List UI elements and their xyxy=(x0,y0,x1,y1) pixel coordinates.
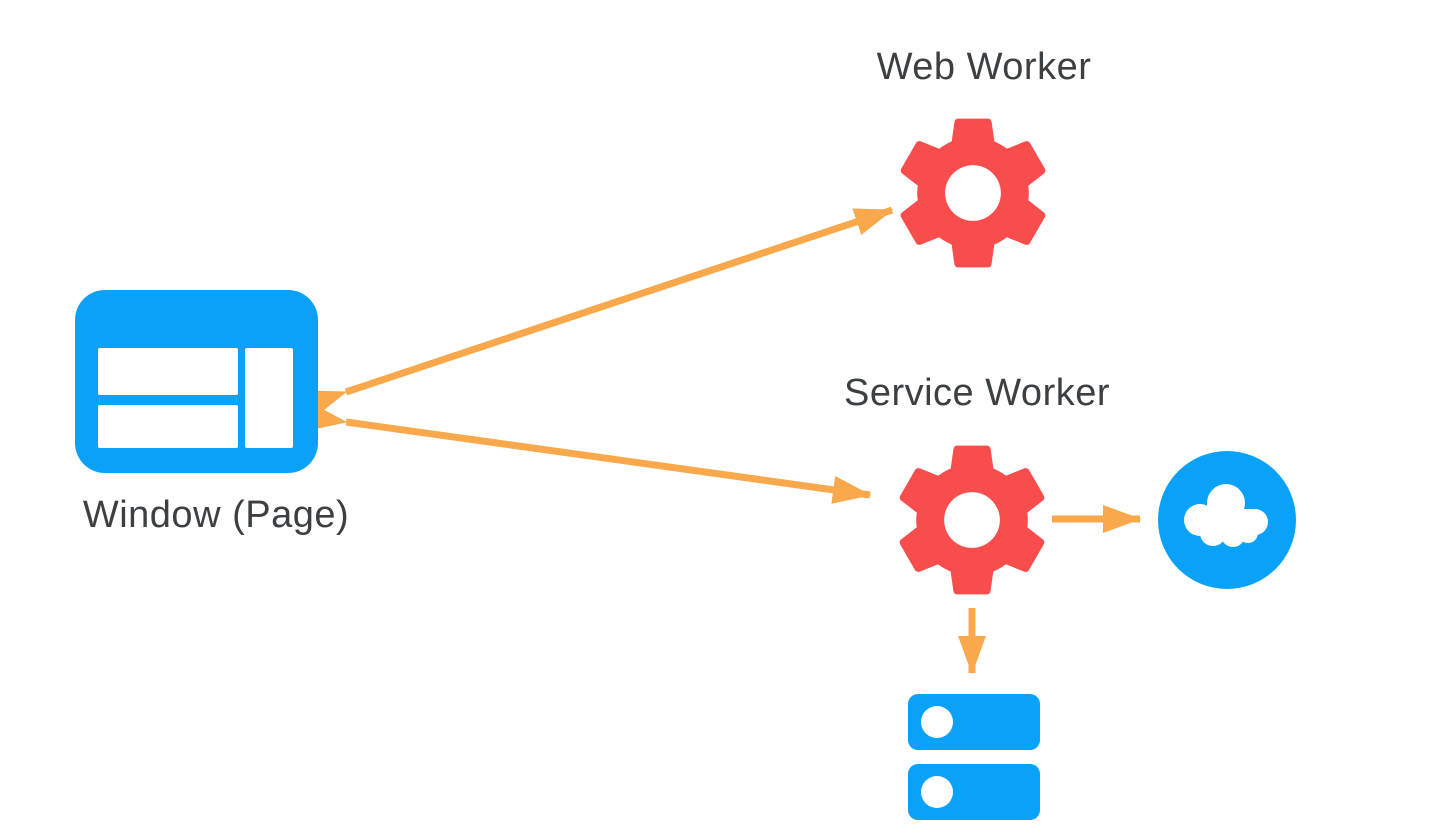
database-disk-top xyxy=(908,694,1040,750)
web-worker-gear-icon xyxy=(880,100,1066,286)
disk-indicator-dot xyxy=(921,776,953,808)
cloud-icon xyxy=(1158,451,1296,589)
browser-window-icon xyxy=(75,290,318,473)
service-worker-label: Service Worker xyxy=(843,372,1111,414)
database-disk-bottom xyxy=(908,764,1040,820)
database-icon xyxy=(908,694,1040,821)
window-page-label: Window (Page) xyxy=(82,494,350,536)
window-content-bar-top xyxy=(98,348,238,395)
disk-indicator-dot xyxy=(921,706,953,738)
window-sidebar-bar xyxy=(245,348,293,448)
arrow-window-webworker xyxy=(306,206,894,418)
web-worker-label: Web Worker xyxy=(876,46,1092,88)
service-worker-gear-icon xyxy=(879,427,1065,613)
arrow-window-serviceworker xyxy=(307,403,872,504)
window-content-bar-bottom xyxy=(98,405,238,448)
